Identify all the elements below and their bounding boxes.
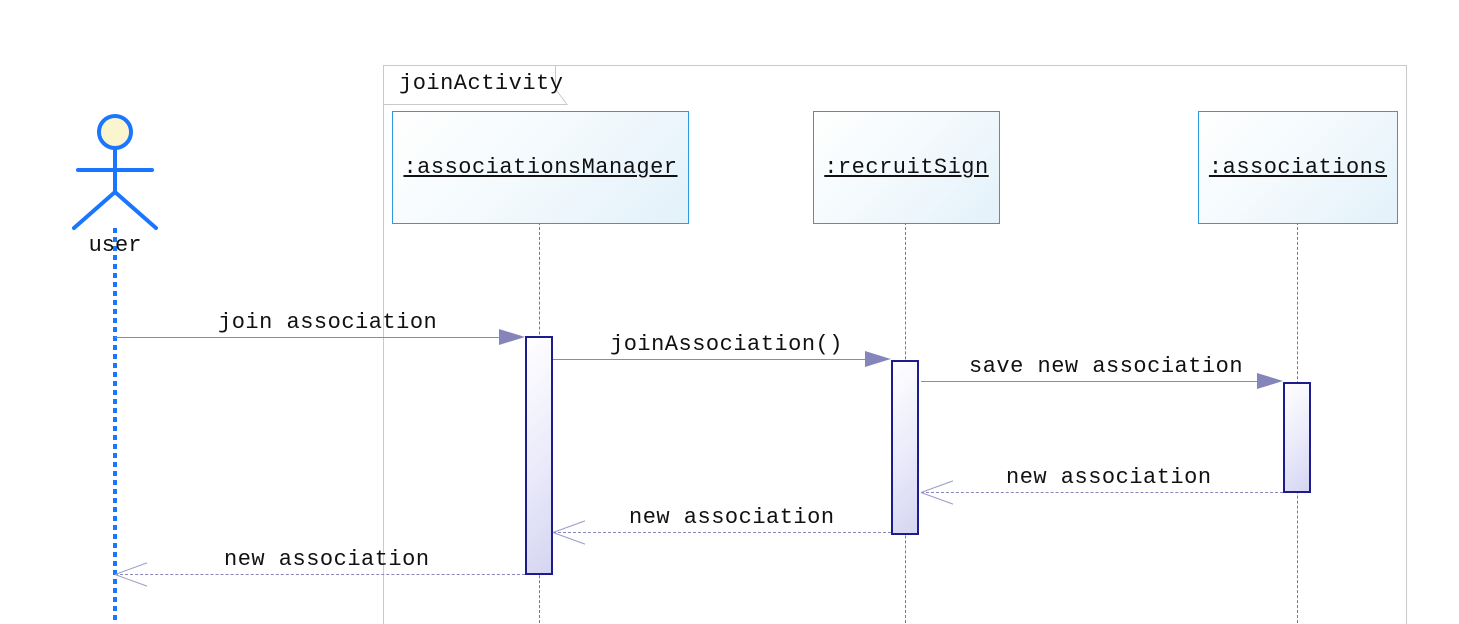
stick-figure-icon [72, 114, 158, 230]
message-line-joinAssociation[interactable] [553, 359, 865, 360]
return-line-new-association[interactable] [115, 574, 525, 575]
message-label[interactable]: join association [218, 310, 438, 335]
activation-associations[interactable] [1283, 382, 1311, 493]
object-name: :recruitSign [824, 155, 989, 180]
arrowhead-icon [499, 329, 525, 345]
open-arrowhead-icon [114, 574, 148, 587]
arrowhead-icon [865, 351, 891, 367]
message-line-save-new-association[interactable] [921, 381, 1257, 382]
object-box-associationsManager[interactable]: :associationsManager [392, 111, 689, 224]
object-box-associations[interactable]: :associations [1198, 111, 1398, 224]
return-line-new-association[interactable] [921, 492, 1283, 493]
user-lifeline [113, 228, 117, 623]
message-line-join-association[interactable] [115, 337, 500, 338]
message-label[interactable]: new association [629, 505, 835, 530]
actor-name[interactable]: user [88, 233, 142, 258]
activation-recruitSign[interactable] [891, 360, 919, 535]
actor-figure[interactable] [58, 108, 172, 233]
object-name: :associations [1208, 155, 1388, 180]
object-box-recruitSign[interactable]: :recruitSign [813, 111, 1000, 224]
message-label[interactable]: new association [1006, 465, 1212, 490]
activation-associationsManager[interactable] [525, 336, 553, 575]
message-label[interactable]: save new association [969, 354, 1244, 379]
arrowhead-icon [1257, 373, 1283, 389]
object-name: :associationsManager [403, 155, 678, 180]
frame-tab-shape[interactable] [383, 65, 573, 105]
frame-title[interactable]: joinActivity [399, 71, 564, 96]
message-label[interactable]: joinAssociation() [610, 332, 843, 357]
return-line-new-association[interactable] [553, 532, 891, 533]
message-label[interactable]: new association [224, 547, 430, 572]
sequence-frame [383, 65, 1407, 624]
